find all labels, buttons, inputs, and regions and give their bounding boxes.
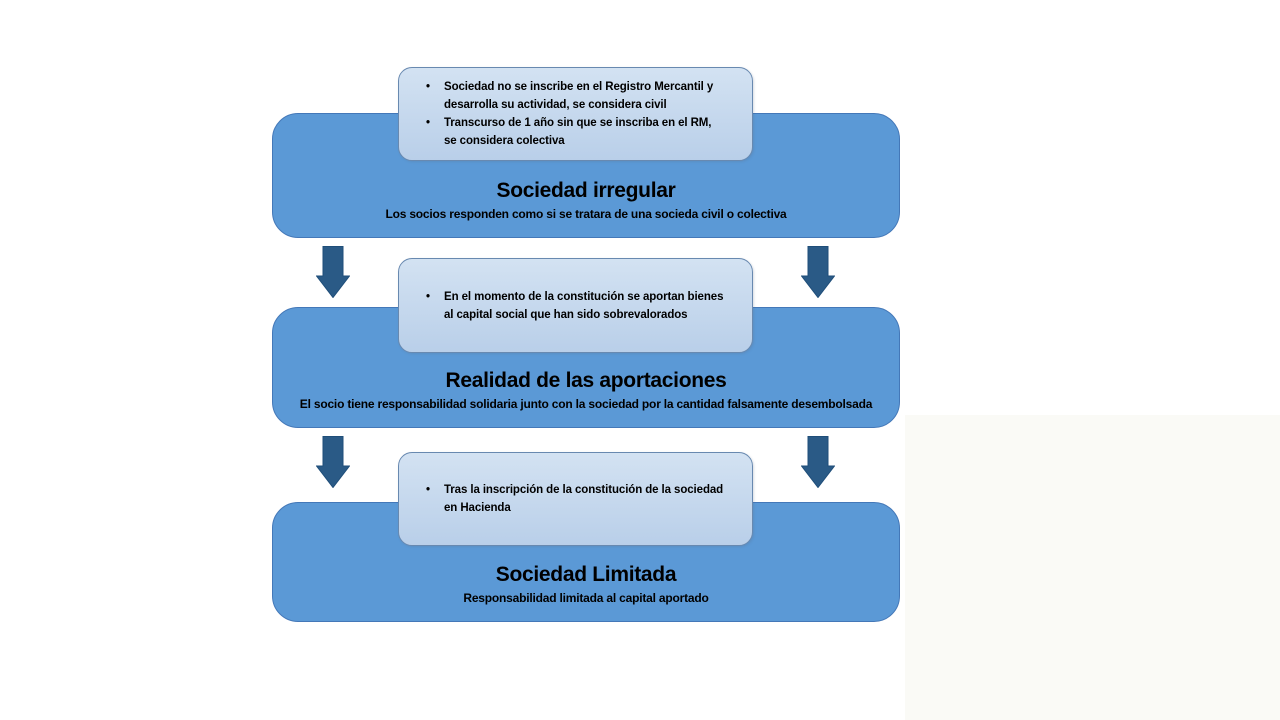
bullet-item: En el momento de la constitución se apor… [426,288,726,324]
box-subtitle: Responsabilidad limitada al capital apor… [463,591,709,605]
callout-realidad-aportaciones: En el momento de la constitución se apor… [398,258,753,353]
down-arrow-icon [801,436,835,488]
down-arrow-icon [801,246,835,298]
bullet-list: Sociedad no se inscribe en el Registro M… [426,78,726,150]
background-corner-panel [905,415,1280,720]
box-subtitle: Los socios responden como si se tratara … [385,207,787,221]
bullet-item: Sociedad no se inscribe en el Registro M… [426,78,726,114]
callout-sociedad-limitada: Tras la inscripción de la constitución d… [398,452,753,546]
box-title: Sociedad irregular [496,179,676,202]
callout-sociedad-irregular: Sociedad no se inscribe en el Registro M… [398,67,753,161]
down-arrow-icon [316,436,350,488]
down-arrow-icon [316,246,350,298]
box-title: Realidad de las aportaciones [445,369,727,392]
box-subtitle: El socio tiene responsabilidad solidaria… [299,397,873,411]
bullet-item: Tras la inscripción de la constitución d… [426,481,726,517]
bullet-list: Tras la inscripción de la constitución d… [426,481,726,517]
bullet-item: Transcurso de 1 año sin que se inscriba … [426,114,726,150]
box-title: Sociedad Limitada [495,563,677,586]
bullet-list: En el momento de la constitución se apor… [426,288,726,324]
